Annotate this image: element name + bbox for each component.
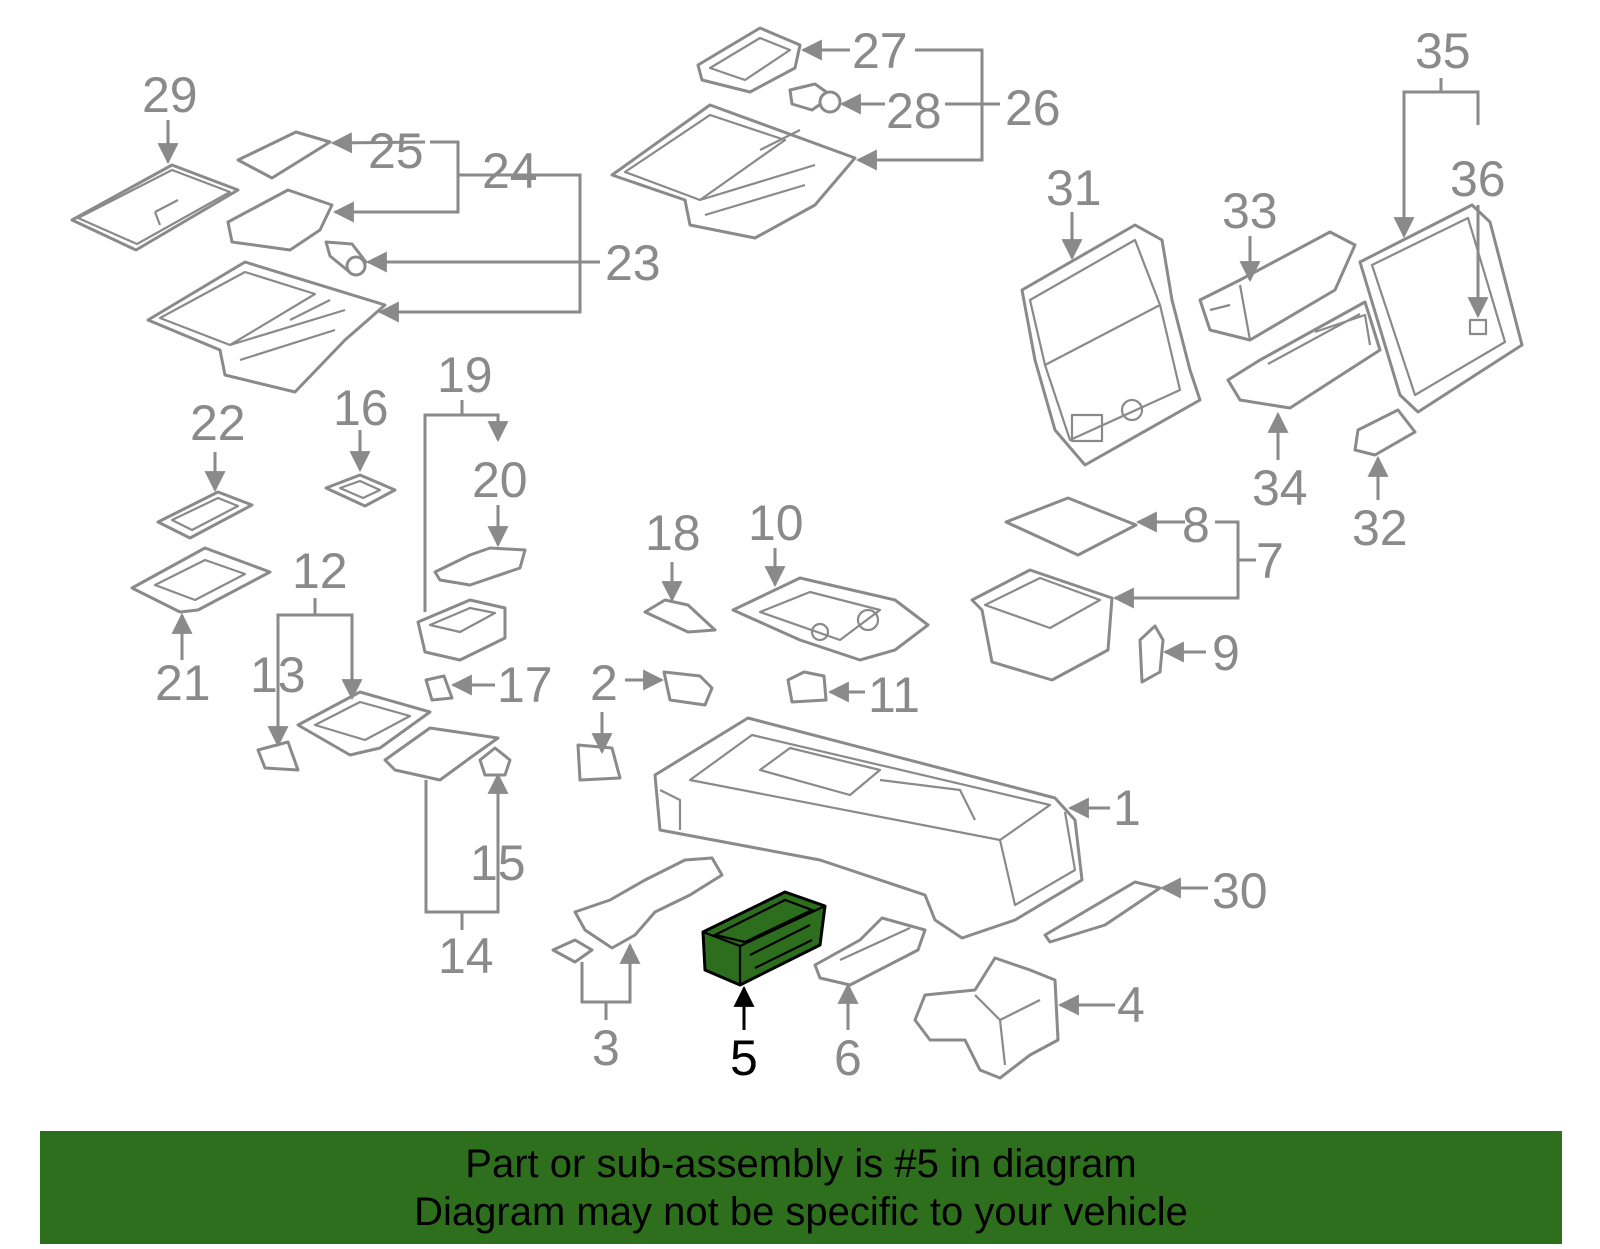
part-6-shape [813,916,927,987]
part-15-shape [478,746,512,777]
label-4: 4 [1117,977,1145,1033]
label-32: 32 [1352,500,1408,556]
label-21: 21 [155,655,211,711]
part-26-shape [610,103,857,240]
label-30: 30 [1212,863,1268,919]
label-15: 15 [470,835,526,891]
part-21-shape [130,546,272,614]
label-9: 9 [1212,625,1240,681]
part-32-shape [1353,408,1417,457]
label-27: 27 [852,23,908,79]
part-20-shape [433,546,527,587]
part-35-shape [1358,203,1524,414]
label-12: 12 [292,543,348,599]
label-36: 36 [1450,151,1506,207]
part-25-shape [236,130,332,180]
part-16-shape [324,473,397,508]
label-16: 16 [333,380,389,436]
banner-line-2: Diagram may not be specific to your vehi… [414,1189,1188,1234]
part-34-shape [1226,300,1382,410]
part-10-shape [731,576,930,662]
part-24-tray-shape [226,188,334,252]
part-29-shape [70,163,240,252]
label-23: 23 [605,235,661,291]
part-18-shape [643,598,717,634]
part-13-shape [256,740,300,772]
label-14: 14 [438,928,494,984]
label-10: 10 [748,495,804,551]
info-banner: Part or sub-assembly is #5 in diagram Di… [40,1131,1562,1244]
label-11: 11 [868,667,920,723]
label-24: 24 [482,143,538,199]
part-30-shape [1043,880,1162,944]
leader-24-b [377,173,582,323]
parts-diagram: 29 25 24 23 27 28 26 [70,23,1524,1086]
part-24-console-shape [146,260,387,394]
part-3-shape [551,856,724,964]
part-17-shape [424,674,454,702]
label-7: 7 [1256,533,1284,589]
label-6: 6 [834,1030,862,1086]
part-14-shape [383,726,500,782]
part-5-highlighted-shape [701,890,827,987]
banner-line-1: Part or sub-assembly is #5 in diagram [465,1141,1137,1186]
label-17: 17 [497,657,553,713]
leader-24-a [332,140,460,223]
part-1-shape [653,716,1084,940]
label-33: 33 [1222,183,1278,239]
part-8-shape [1004,496,1138,557]
part-28-shape [788,82,842,114]
label-20: 20 [472,452,528,508]
label-28: 28 [886,83,942,139]
part-22-shape [156,490,254,540]
label-5: 5 [730,1030,758,1086]
part-23-knob-shape [324,240,368,277]
label-25: 25 [368,123,424,179]
part-7-shape [970,568,1114,682]
part-11-shape [786,670,828,704]
part-31-shape [1020,223,1202,467]
label-19: 19 [437,347,493,403]
part-4-shape [913,956,1060,1080]
label-22: 22 [190,395,246,451]
part-17-cupholder-shape [416,598,507,662]
leader-25 [330,132,426,154]
part-9-shape [1138,624,1165,684]
leader-7 [1112,520,1240,609]
label-13: 13 [250,647,306,703]
label-35: 35 [1415,23,1471,79]
label-26: 26 [1005,80,1061,136]
label-18: 18 [645,505,701,561]
part-27-shape [696,26,802,94]
label-1: 1 [1113,780,1141,836]
label-29: 29 [142,67,198,123]
label-34: 34 [1252,460,1308,516]
label-8: 8 [1182,497,1210,553]
label-31: 31 [1046,160,1102,216]
label-2: 2 [590,655,618,711]
label-3: 3 [592,1020,620,1076]
